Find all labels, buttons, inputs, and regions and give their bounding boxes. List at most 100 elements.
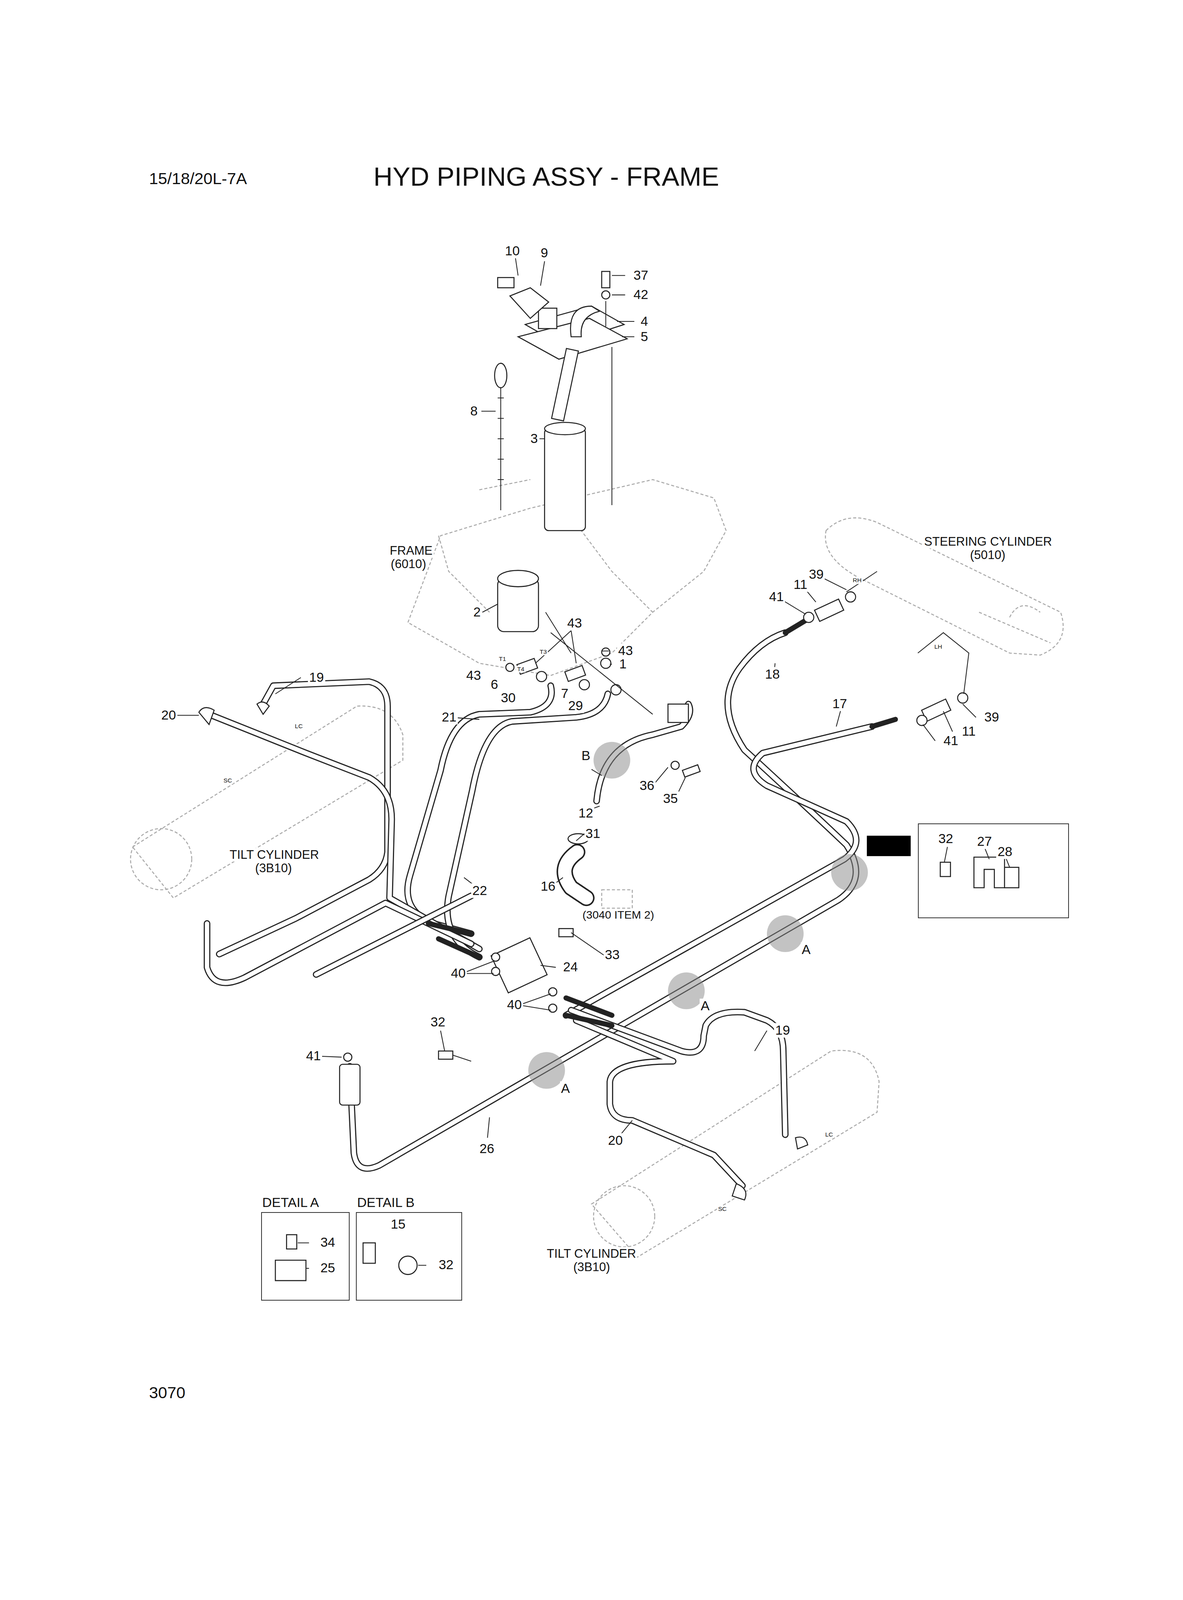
- spot-shape: [831, 853, 868, 891]
- callout-number: 25: [319, 1260, 337, 1276]
- hoses-and-fittings: [199, 571, 970, 1200]
- part-shape: [494, 363, 507, 388]
- callout-number: 2: [472, 604, 483, 620]
- callout-number: 29: [567, 698, 585, 714]
- part-shape: [682, 764, 701, 777]
- part-shape: [551, 348, 579, 421]
- part-shape: [579, 679, 590, 690]
- hoseO-shape: [871, 719, 896, 727]
- pipes: [206, 632, 872, 1186]
- detail-heading: DETAIL B: [355, 1195, 416, 1210]
- label-text: TILT CYLINDER: [228, 847, 321, 862]
- tilt-cylinder-outline: [130, 705, 879, 1257]
- callout-number: 27: [976, 834, 994, 849]
- part-shape: [491, 952, 500, 962]
- callout-number: 21: [440, 709, 458, 725]
- label-text: SC: [716, 1205, 728, 1212]
- callout-number: 26: [478, 1140, 496, 1156]
- tubeI-shape: [565, 726, 872, 1016]
- label-text: A: [699, 998, 711, 1013]
- callout-number: 34: [319, 1234, 337, 1250]
- callout-number: 22: [471, 882, 489, 898]
- part-shape: [732, 1183, 747, 1200]
- dash-shape: [978, 605, 1051, 643]
- part-shape: [363, 1242, 376, 1263]
- label-text: (6010): [389, 557, 428, 571]
- label-text: T4: [515, 665, 526, 673]
- spot-shape: [766, 915, 804, 952]
- callout-number: 43: [617, 643, 635, 658]
- part-shape: [544, 428, 586, 531]
- label-text: TILT CYLINDER: [545, 1246, 638, 1261]
- callout-number: 40: [505, 997, 524, 1012]
- callout-number: 30: [499, 690, 518, 705]
- callout-number: 41: [304, 1048, 323, 1063]
- callout-number: 39: [807, 566, 826, 582]
- callout-number: 6: [489, 676, 500, 692]
- page-title: HYD PIPING ASSY - FRAME: [372, 162, 721, 192]
- tubeO-shape: [316, 895, 472, 975]
- part-shape: [957, 692, 968, 703]
- callout-number: 37: [632, 268, 650, 283]
- part-shape: [667, 703, 689, 723]
- detail-box: DETAIL B 15 32: [355, 1193, 463, 1301]
- part-shape: [916, 714, 927, 726]
- part-shape: [610, 684, 621, 695]
- detail-box: 322728: [917, 823, 1069, 918]
- callout-number: 8: [469, 403, 480, 419]
- callout-number: 28: [996, 844, 1014, 859]
- callout-number: 15: [389, 1216, 408, 1231]
- callout-number: 33: [603, 947, 621, 962]
- suction-hose: [564, 703, 701, 909]
- label-text: LH: [933, 643, 944, 650]
- dash-shape: [130, 828, 192, 890]
- ln-shape: [605, 300, 612, 505]
- dash-shape: [601, 889, 633, 909]
- ln-shape: [846, 571, 969, 694]
- callout-number: 41: [768, 589, 786, 604]
- label-text: LC: [823, 1130, 835, 1138]
- label-text: A: [560, 1080, 572, 1096]
- callout-number: 39: [983, 709, 1001, 725]
- callout-number: 17: [831, 696, 849, 712]
- part-shape: [548, 987, 557, 996]
- callout-number: 43: [464, 667, 483, 683]
- dash-shape: [591, 1050, 879, 1257]
- part-shape: [601, 290, 610, 299]
- part-shape: [497, 277, 514, 288]
- hoseO-shape: [785, 620, 806, 633]
- part-shape: [286, 1234, 297, 1249]
- part-shape: [845, 591, 856, 602]
- dash-shape: [593, 1185, 655, 1247]
- label-text: 15/18/20L-7A: [147, 169, 249, 188]
- detail-heading: DETAIL A: [261, 1195, 321, 1210]
- tubeO-shape: [576, 1020, 743, 1186]
- part-shape: [343, 1052, 352, 1062]
- detail-box: DETAIL A 34 25: [261, 1193, 351, 1301]
- callout-number: 11: [960, 724, 977, 739]
- callout-number: 12: [577, 805, 595, 820]
- label-text: T3: [538, 648, 548, 655]
- callout-number: 16: [539, 878, 557, 894]
- part-shape: [538, 307, 557, 329]
- part-shape: [973, 856, 1005, 888]
- part-shape: [600, 657, 611, 669]
- hoseO-shape: [428, 923, 612, 1025]
- spot-shape: [593, 741, 631, 779]
- callout-number: 32: [437, 1257, 455, 1272]
- part-shape: [510, 287, 550, 319]
- clamp-spots: [528, 741, 911, 1089]
- callout-number: 1: [617, 656, 628, 672]
- part-shape: [601, 647, 610, 656]
- label-text: RH: [851, 576, 863, 584]
- part-shape: [497, 570, 539, 587]
- callout-number: 11: [792, 576, 809, 592]
- label-text: B: [580, 748, 592, 763]
- label-text: A: [800, 942, 812, 957]
- tubeI-shape: [316, 895, 472, 975]
- tubeO-shape: [564, 851, 587, 898]
- callout-number: 19: [307, 669, 326, 685]
- part-shape: [199, 707, 215, 725]
- label-text: FRAME: [388, 543, 434, 558]
